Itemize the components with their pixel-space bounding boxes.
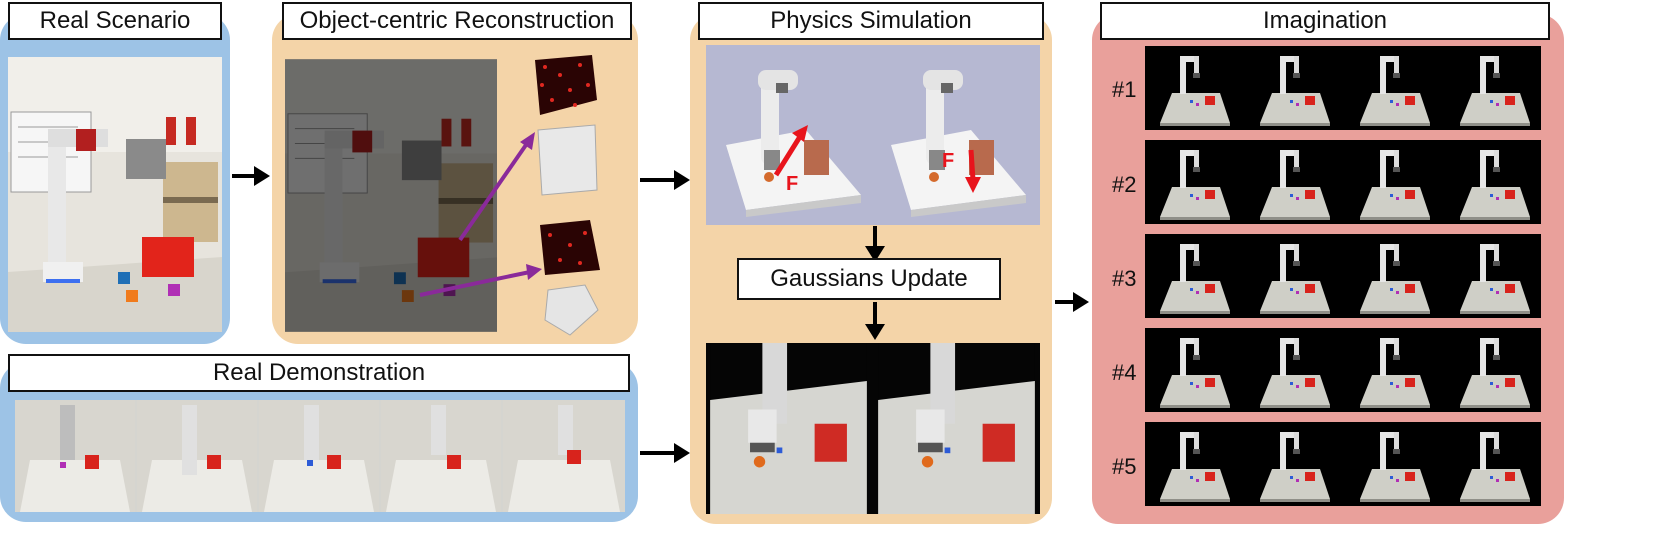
arrow-update-to-render xyxy=(865,302,885,340)
arrow-sim-to-update xyxy=(865,226,885,262)
imagination-row-label: #1 xyxy=(1112,77,1137,102)
imagination-frames xyxy=(1145,422,1541,506)
imagination-frames xyxy=(1145,140,1541,224)
arrow-demo-to-physics xyxy=(640,443,690,463)
imagination-frames xyxy=(1145,234,1541,318)
imagination-frames xyxy=(1145,46,1541,130)
imagination-frames xyxy=(1145,328,1541,412)
real-scenario-photo xyxy=(8,57,222,332)
physics-sim-view: F F xyxy=(706,45,1040,225)
gaussians-render-view xyxy=(706,343,1040,514)
imagination-row-label: #4 xyxy=(1112,360,1137,385)
imagination-row-label: #5 xyxy=(1112,454,1137,479)
real-demo-title: Real Demonstration xyxy=(8,354,630,392)
imagination-row-label: #2 xyxy=(1112,172,1137,197)
demo-frame xyxy=(15,400,135,512)
imagination-row-label: #3 xyxy=(1112,266,1137,291)
reconstruction-arrows xyxy=(419,132,542,297)
arrow-physics-to-imagination xyxy=(1055,292,1089,312)
arrow-reconstruction-to-physics xyxy=(640,170,690,190)
real-demo-frames xyxy=(15,400,625,512)
physics-title: Physics Simulation xyxy=(698,2,1044,40)
force-label-left: F xyxy=(786,173,798,195)
reconstruction-title: Object-centric Reconstruction xyxy=(282,2,632,40)
real-scenario-title: Real Scenario xyxy=(8,2,222,40)
reconstructed-objects xyxy=(535,55,600,336)
force-label-right: F xyxy=(942,150,954,172)
gaussians-update-title: Gaussians Update xyxy=(737,258,1001,300)
arrow-scenario-to-reconstruction xyxy=(232,166,270,186)
imagination-title: Imagination xyxy=(1100,2,1550,40)
